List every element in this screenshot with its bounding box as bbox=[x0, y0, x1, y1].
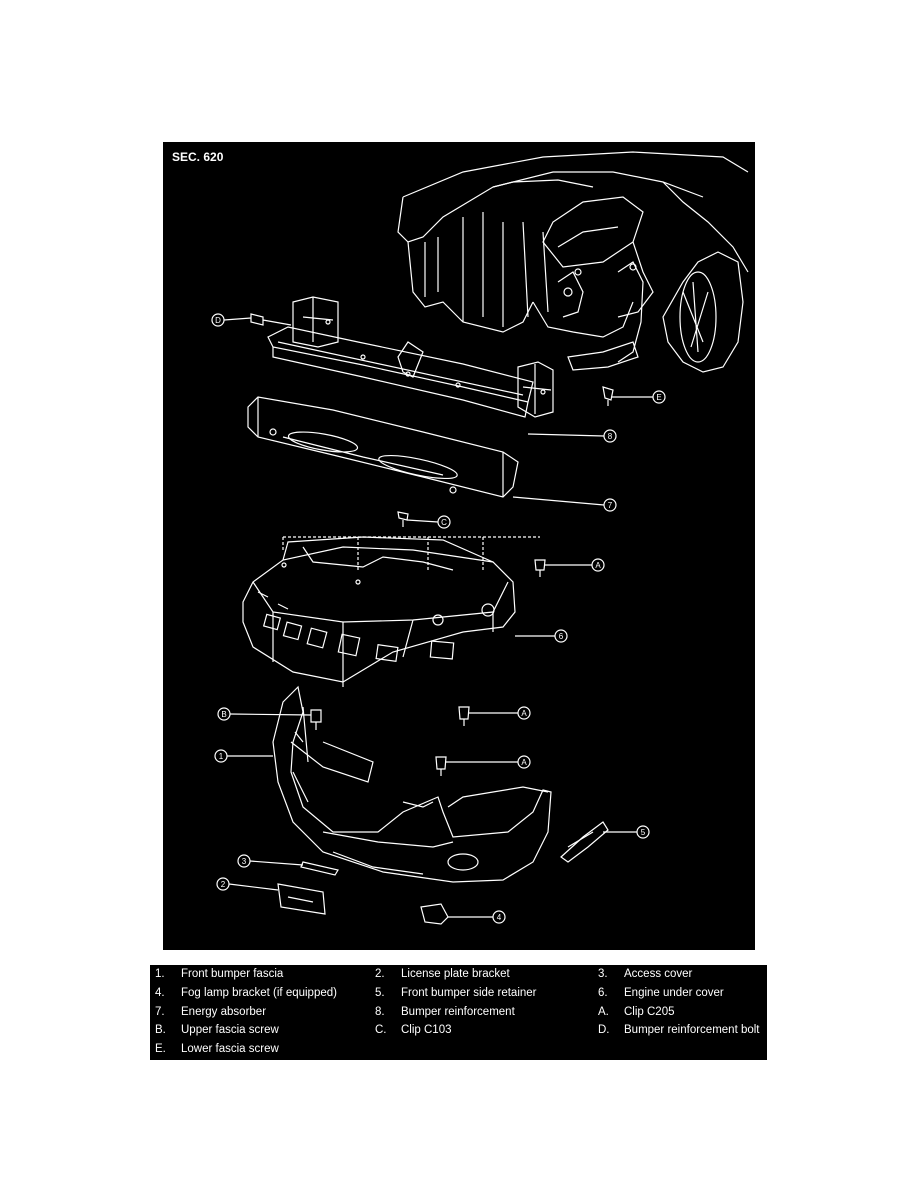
bumper-reinforcement bbox=[267, 296, 554, 418]
legend-key: 6. bbox=[598, 987, 608, 999]
legend-key: 7. bbox=[155, 1006, 165, 1018]
legend-text: Engine under cover bbox=[624, 987, 724, 999]
callout-4: 4 bbox=[497, 913, 502, 922]
callout-A-upper: A bbox=[595, 561, 601, 570]
callout-B: B bbox=[221, 710, 226, 719]
legend-key: 1. bbox=[155, 968, 165, 980]
parts-legend: 1. Front bumper fascia 2. License plate … bbox=[150, 965, 767, 1060]
legend-key: 5. bbox=[375, 987, 385, 999]
callout-C: C bbox=[441, 518, 447, 527]
legend-text: Clip C205 bbox=[624, 1006, 675, 1018]
legend-text: Bumper reinforcement bolt bbox=[624, 1024, 760, 1036]
section-label: SEC. 620 bbox=[172, 150, 224, 164]
legend-text: Access cover bbox=[624, 968, 693, 980]
legend-key: 2. bbox=[375, 968, 385, 980]
legend-key: D. bbox=[598, 1024, 610, 1036]
callout-1: 1 bbox=[219, 752, 224, 761]
callout-6: 6 bbox=[559, 632, 564, 641]
legend-key: C. bbox=[375, 1024, 387, 1036]
legend-text: Front bumper side retainer bbox=[401, 987, 537, 999]
callout-3: 3 bbox=[242, 857, 247, 866]
vehicle-body bbox=[397, 151, 749, 378]
callout-D: D bbox=[215, 316, 221, 325]
callout-A-middle: A bbox=[521, 709, 527, 718]
callouts: D E 8 7 C A 6 B A bbox=[211, 313, 666, 924]
callout-5: 5 bbox=[641, 828, 646, 837]
legend-key: 4. bbox=[155, 987, 165, 999]
callout-E: E bbox=[656, 393, 661, 402]
legend-text: Upper fascia screw bbox=[181, 1024, 279, 1036]
callout-A-lower: A bbox=[521, 758, 527, 767]
callout-2: 2 bbox=[221, 880, 226, 889]
energy-absorber bbox=[247, 396, 519, 498]
legend-text: Front bumper fascia bbox=[181, 968, 284, 980]
legend-text: Bumper reinforcement bbox=[401, 1006, 515, 1018]
diagram-drawing: D E 8 7 C A 6 B A bbox=[211, 151, 749, 925]
legend-key: 8. bbox=[375, 1006, 385, 1018]
legend-text: Energy absorber bbox=[181, 1006, 267, 1018]
legend-key: 3. bbox=[598, 968, 608, 980]
legend-key: B. bbox=[155, 1024, 166, 1036]
legend-text: Clip C103 bbox=[401, 1024, 452, 1036]
callout-7: 7 bbox=[608, 501, 613, 510]
engine-under-cover bbox=[242, 536, 516, 687]
legend-text: Lower fascia screw bbox=[181, 1043, 279, 1055]
front-bumper-fascia bbox=[272, 685, 552, 883]
legend-text: License plate bracket bbox=[401, 968, 510, 980]
legend-text: Fog lamp bracket (if equipped) bbox=[181, 987, 337, 999]
legend-key: E. bbox=[155, 1043, 166, 1055]
legend-key: A. bbox=[598, 1006, 609, 1018]
exploded-diagram: SEC. 620 bbox=[163, 142, 755, 950]
callout-8: 8 bbox=[608, 432, 613, 441]
fasteners bbox=[250, 313, 614, 925]
